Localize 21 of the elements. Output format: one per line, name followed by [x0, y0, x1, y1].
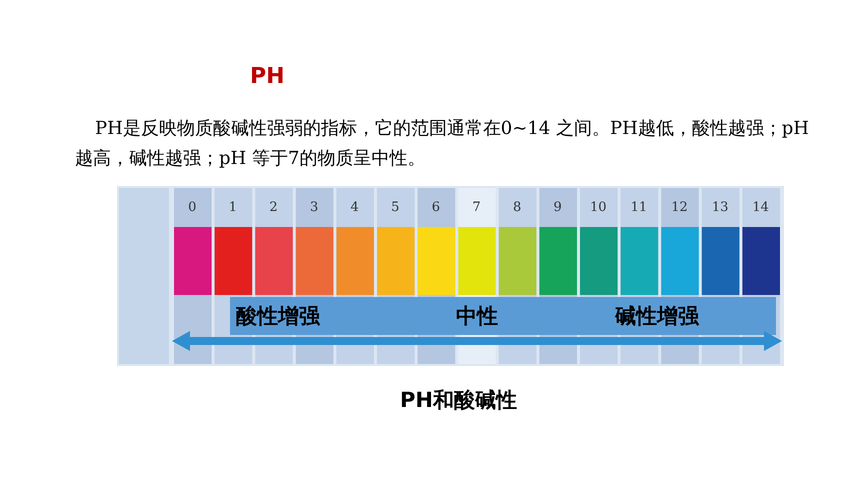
band-label: 酸性增强: [236, 303, 320, 330]
scale-number: 9: [552, 200, 563, 215]
scale-number: 4: [350, 200, 360, 215]
scale-number: 13: [710, 200, 730, 215]
scale-number: 5: [390, 200, 400, 215]
scale-number: 6: [430, 200, 442, 215]
scale-number: 10: [589, 200, 608, 215]
title: PH: [250, 64, 285, 89]
band-label: 中性: [456, 303, 498, 330]
scale-number: 3: [308, 200, 320, 215]
scale-number: 7: [471, 200, 482, 215]
scale-number: 0: [187, 200, 198, 215]
scale-number: 2: [268, 200, 279, 215]
band-label: 碱性增强: [615, 303, 699, 330]
scale-number: 1: [228, 200, 238, 215]
caption: PH和酸碱性: [400, 387, 517, 414]
scale-number: 8: [512, 200, 522, 215]
scale-number: 12: [670, 200, 689, 215]
paragraph: PH是反映物质酸碱性强弱的指标，它的范围通常在0~14 之间。PH越低，酸性越强；pH 越高，碱性越强；pH 等于7的物质呈中性。: [75, 117, 810, 171]
scale-number: 14: [751, 200, 770, 215]
scale-number: 11: [630, 200, 648, 215]
